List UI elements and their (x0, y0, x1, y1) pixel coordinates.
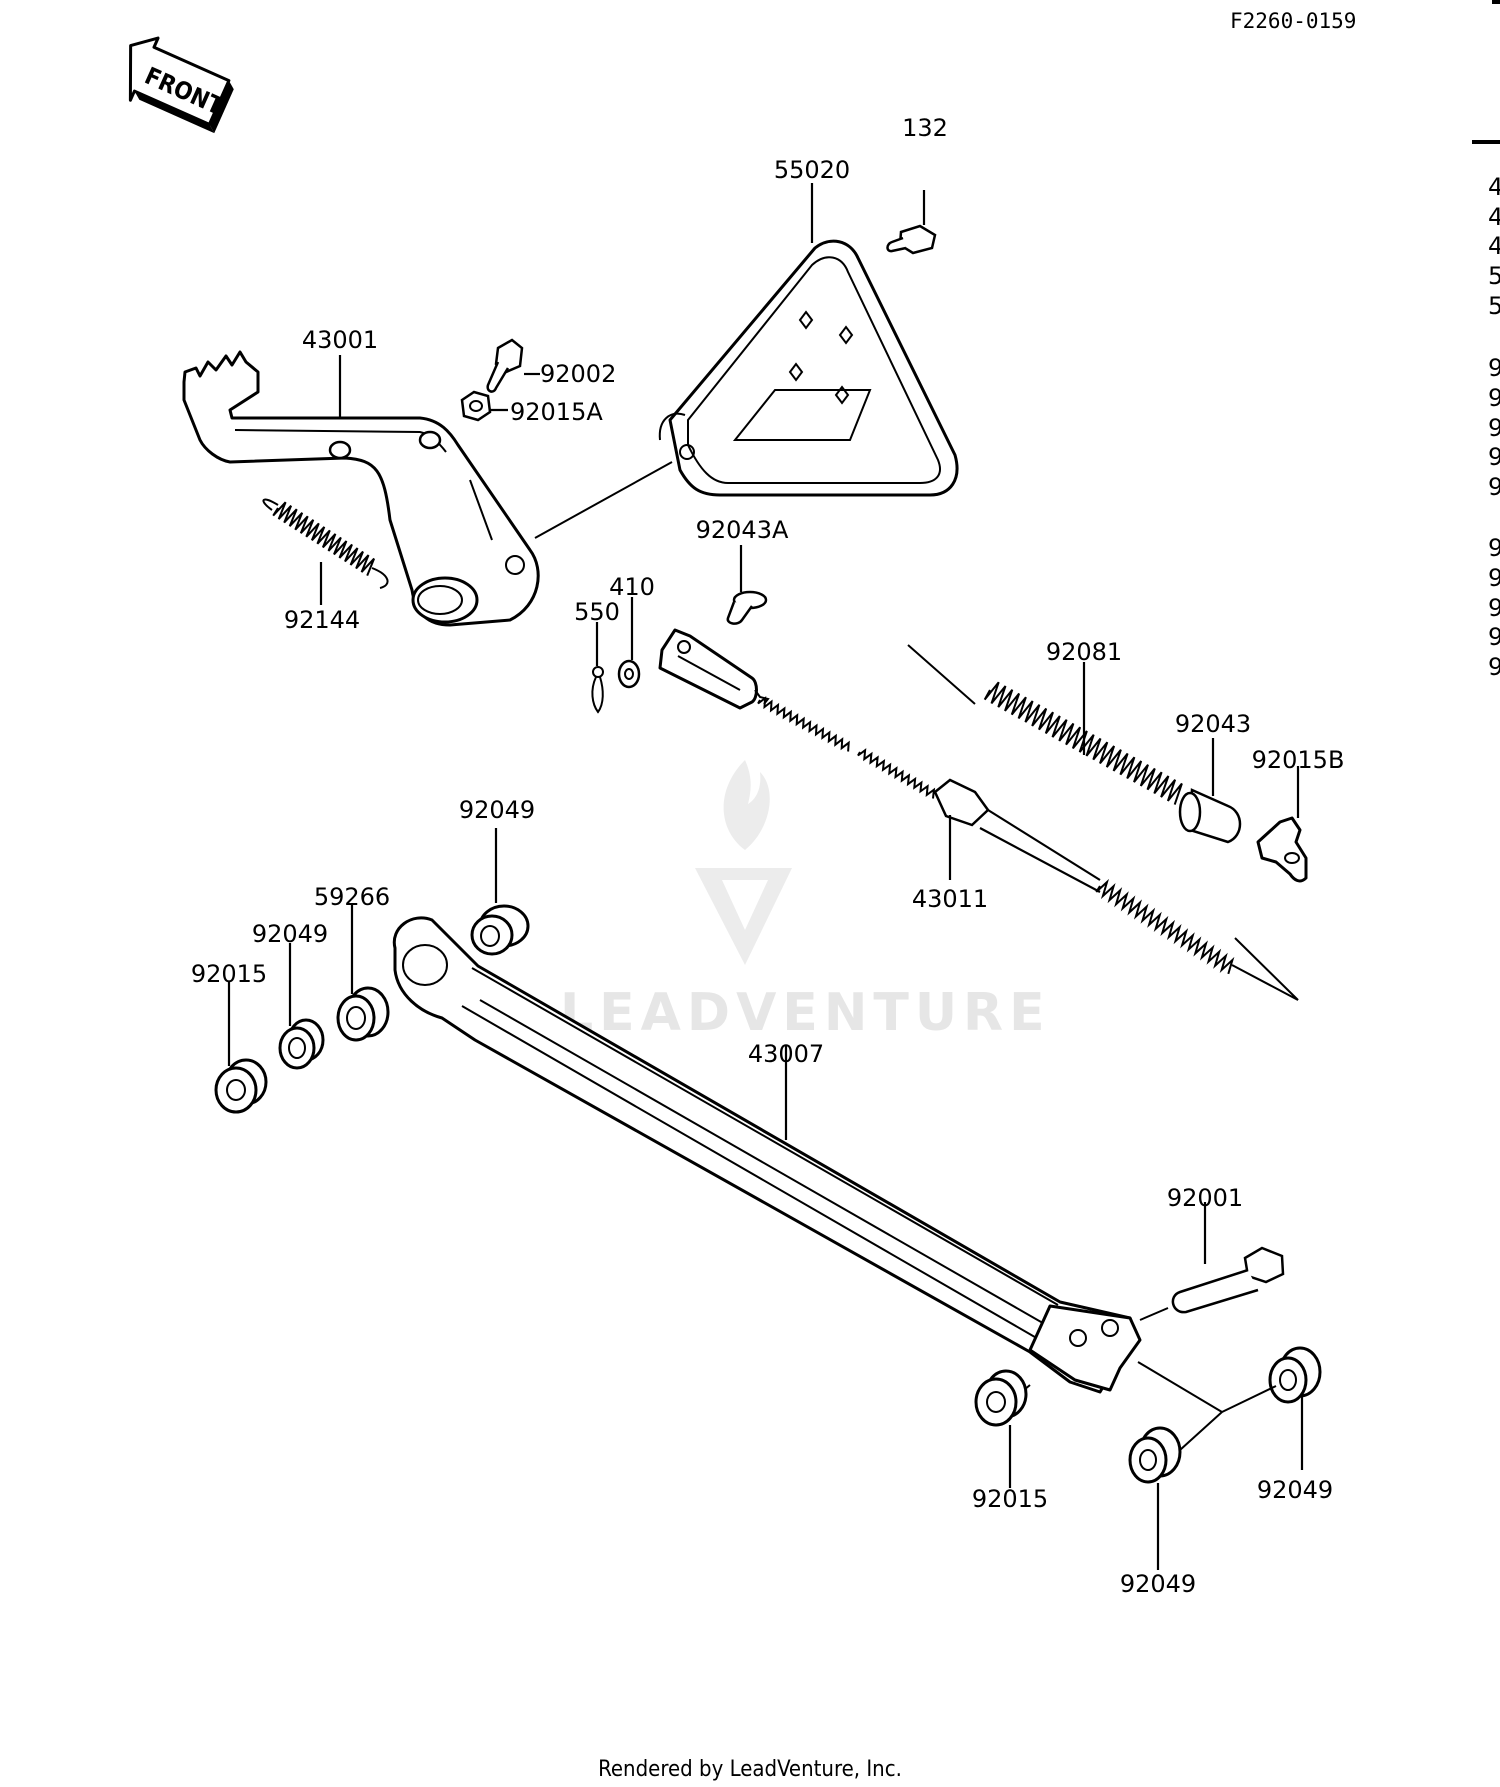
figure-code: F2260-0159 (1230, 9, 1356, 33)
label-92049-left: 92049 (252, 920, 328, 948)
label-92015-bottom: 92015 (972, 1485, 1048, 1513)
bracket-55020-icon (658, 239, 959, 497)
pin-92043-icon (1178, 738, 1242, 844)
margin-glyph: 4 (1488, 203, 1500, 231)
margin-glyph: 9 (1488, 653, 1500, 681)
margin-glyph: 9 (1488, 354, 1500, 382)
margin-glyph: 5 (1488, 292, 1500, 320)
grommet-92049-left-icon (278, 943, 325, 1070)
label-92002: 92002 (540, 360, 616, 388)
label-55020: 55020 (774, 156, 850, 184)
label-92144: 92144 (284, 606, 360, 634)
brake-pedal-43001-icon (182, 350, 540, 627)
bolt-92001-icon (1171, 1202, 1285, 1314)
margin-glyph: 4 (1488, 173, 1500, 201)
label-92081: 92081 (1046, 638, 1122, 666)
bolt-92002-icon (486, 338, 540, 393)
margin-glyph: 9 (1488, 534, 1500, 562)
brake-rod-43011-icon (658, 628, 1235, 975)
margin-glyph: 9 (1488, 564, 1500, 592)
label-92001: 92001 (1167, 1184, 1243, 1212)
edge-mark-top (1492, 0, 1500, 4)
edge-mark-rule (1472, 140, 1500, 144)
nut-92015A-icon (460, 390, 508, 422)
watermark-text: LEADVENTURE (560, 983, 1051, 1043)
margin-glyph: 9 (1488, 594, 1500, 622)
margin-glyph: 9 (1488, 384, 1500, 412)
assembly-lines-rod (907, 644, 1299, 1001)
margin-glyph: 9 (1488, 623, 1500, 651)
assembly-line-arm-end (1137, 1361, 1223, 1413)
margin-glyph: 9 (1488, 414, 1500, 442)
spring-92144-icon (262, 498, 389, 605)
nut-92015-left-icon (214, 982, 268, 1114)
margin-glyph: 5 (1488, 262, 1500, 290)
assembly-line-pedal-bracket (534, 461, 673, 539)
label-92015-left: 92015 (191, 960, 267, 988)
cotter-pin-550-icon (591, 622, 604, 714)
label-550: 550 (574, 598, 620, 626)
leadventure-watermark: LEADVENTURE (560, 760, 1051, 1043)
label-59266: 59266 (314, 883, 390, 911)
bolt-132-icon (886, 190, 937, 255)
brake-arm-43007-icon (392, 916, 1142, 1394)
label-92049-top: 92049 (459, 796, 535, 824)
assembly-line-grommets (1179, 1385, 1277, 1451)
label-43001: 43001 (302, 326, 378, 354)
grommet-92049-bottom-icon (1128, 1426, 1182, 1570)
wing-nut-92015B-icon (1256, 766, 1308, 883)
footer-credit: Rendered by LeadVenture, Inc. (598, 1757, 902, 1782)
front-arrow-icon: FRONT (128, 36, 234, 134)
label-43011: 43011 (912, 885, 988, 913)
label-92049-bottom: 92049 (1120, 1570, 1196, 1598)
bushing-59266-icon (336, 905, 390, 1042)
nut-92015-bottom-icon (974, 1369, 1028, 1488)
margin-glyph: 4 (1488, 232, 1500, 260)
label-92043A: 92043A (696, 516, 789, 544)
margin-glyph: 9 (1488, 473, 1500, 501)
label-92015A: 92015A (510, 398, 603, 426)
margin-glyph: 9 (1488, 443, 1500, 471)
washer-410-icon (617, 597, 641, 689)
assembly-line-bolt (1139, 1307, 1169, 1321)
label-410: 410 (609, 573, 655, 601)
pin-92043A-icon (726, 545, 768, 625)
label-43007: 43007 (748, 1040, 824, 1068)
spring-92081-icon (983, 662, 1183, 805)
grommet-92049-right-icon (1268, 1346, 1322, 1470)
label-92015B: 92015B (1252, 746, 1345, 774)
label-92049-right: 92049 (1257, 1476, 1333, 1504)
label-132: 132 (902, 114, 948, 142)
label-92043: 92043 (1175, 710, 1251, 738)
grommet-92049-top-icon (470, 828, 530, 956)
